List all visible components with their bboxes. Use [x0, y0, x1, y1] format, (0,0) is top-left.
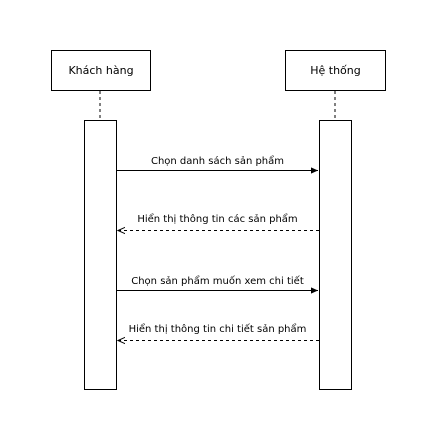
activation-bar-he-thong [319, 120, 352, 390]
participant-label: Khách hàng [68, 64, 134, 77]
message-label-4: Hiển thị thông tin chi tiết sản phẩm [128, 324, 307, 335]
participant-khach-hang: Khách hàng [51, 50, 151, 91]
participant-label: Hệ thống [310, 64, 361, 77]
participant-he-thong: Hệ thống [285, 50, 386, 91]
activation-bar-khach-hang [84, 120, 117, 390]
message-label-3: Chọn sản phẩm muốn xem chi tiết [131, 276, 304, 287]
message-label-1: Chọn danh sách sản phẩm [150, 156, 285, 167]
message-label-2: Hiển thị thông tin các sản phẩm [137, 214, 298, 225]
